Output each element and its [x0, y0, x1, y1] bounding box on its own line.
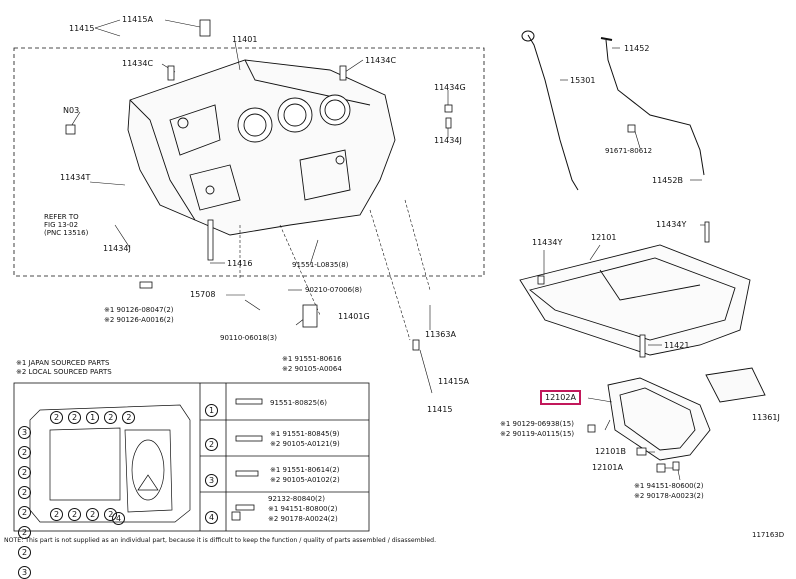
grid-top-3: 1: [86, 411, 100, 424]
callout-11415-lower: 11415: [427, 405, 453, 414]
bolt-table-num-1: 1: [205, 404, 218, 417]
callout-90119: ※2 90119-A0115(15): [500, 430, 575, 438]
callout-11415: 11415: [69, 24, 95, 33]
callout-11434y-left: 11434Y: [532, 238, 563, 247]
callout-11401g: 11401G: [338, 312, 370, 321]
grid-top-5: 2: [122, 411, 136, 424]
callout-91671: 91671-80612: [605, 147, 653, 155]
refer-note: REFER TO FIG 13-02 (PNC 13516): [44, 213, 88, 237]
callout-12101b: 12101B: [595, 447, 626, 456]
callout-90126-1: ※1 90126-08047(2): [104, 306, 174, 314]
callout-11361j: 11361J: [752, 413, 780, 422]
dipstick-illustration: [521, 30, 705, 191]
callout-11421: 11421: [664, 341, 690, 350]
callout-91551-80616: ※1 91551-80616: [282, 355, 342, 363]
grid-left-8: 3: [18, 566, 31, 579]
grid-top-2: 2: [68, 411, 82, 424]
callout-90210: 90210-07006(8): [305, 286, 362, 294]
callout-90110: 90110-06018(3): [220, 334, 277, 342]
callout-11434j-right: 11434J: [434, 136, 462, 145]
callout-91551-l0835: 91551-L0835(8): [292, 261, 349, 269]
callout-11434j-left: 11434J: [103, 244, 131, 253]
pan-grid-bottom-row: 2 2 2 2: [50, 502, 118, 521]
baffle-plate-illustration: [705, 367, 766, 403]
bolt-table-num-3: 3: [205, 474, 218, 487]
exploded-parts-diagram: [13, 19, 766, 532]
grid-bottom-3: 2: [86, 508, 100, 521]
bolt-table-num-2: 2: [205, 438, 218, 451]
oil-pan-upper-illustration: [519, 244, 751, 356]
refer-line-3: (PNC 13516): [44, 229, 89, 237]
grid-top-1: 2: [50, 411, 63, 424]
callout-11434g: 11434G: [434, 83, 466, 92]
bolt-table-4-line-1: 92132-80840(2): [268, 495, 325, 503]
callout-11452b: 11452B: [652, 176, 683, 185]
callout-15301: 15301: [570, 76, 596, 85]
callout-94151-80600: ※1 94151-80600(2): [634, 482, 704, 490]
bolt-table-row-2: 2: [205, 432, 218, 451]
bolt-table-row-4: 4: [205, 505, 218, 524]
bolt-table-2-line-2: ※2 90105-A0121(9): [270, 440, 340, 448]
refer-line-2: FIG 13-02: [44, 221, 79, 229]
footnote: NOTE: This part is not supplied as an in…: [4, 537, 437, 544]
callout-n03: N03: [63, 106, 80, 115]
callout-11434c-right: 11434C: [365, 56, 397, 65]
bolt-table-2-line-1: ※1 91551-80845(9): [270, 430, 340, 438]
bolt-table-row-1: 1: [205, 398, 218, 417]
callout-11434c-left: 11434C: [122, 59, 154, 68]
bolt-table-num-4: 4: [205, 511, 218, 524]
callout-11401: 11401: [232, 35, 258, 44]
bolt-table-3-line-2: ※2 90105-A0102(2): [270, 476, 340, 484]
pan-grid-top-row: 2 2 1 2 2: [50, 405, 136, 424]
refer-line-1: REFER TO: [44, 213, 79, 221]
grid-top-4: 2: [104, 411, 118, 424]
callout-12101: 12101: [591, 233, 617, 242]
callout-12102a-highlight[interactable]: 12102A: [540, 390, 581, 405]
bolt-table-1-line-1: 91551-80825(6): [270, 399, 327, 407]
callout-11416: 11416: [227, 259, 253, 268]
callout-11363a: 11363A: [425, 330, 456, 339]
oil-pan-lower-illustration: [607, 377, 711, 461]
callout-90126-2: ※2 90126-A0016(2): [104, 316, 174, 324]
bolt-table-3-line-1: ※1 91551-80614(2): [270, 466, 340, 474]
grid-left-4: 2: [18, 486, 31, 499]
legend-japan: ※1 JAPAN SOURCED PARTS: [16, 359, 110, 367]
callout-11434y-right: 11434Y: [656, 220, 687, 229]
grid-left-3: 2: [18, 466, 31, 479]
grid-left-6: 2: [18, 526, 31, 539]
bolt-table-row-3: 3: [205, 468, 218, 487]
diagram-id: 117163D: [752, 531, 785, 539]
grid-left-1: 3: [18, 426, 31, 439]
callout-11452: 11452: [624, 44, 650, 53]
grid-left-2: 2: [18, 446, 31, 459]
cylinder-block-illustration: [127, 59, 396, 236]
callout-90105-a0064: ※2 90105-A0064: [282, 365, 342, 373]
callout-11434t: 11434T: [60, 173, 91, 182]
callout-12101a: 12101A: [592, 463, 623, 472]
callout-90178-a0023: ※2 90178-A0023(2): [634, 492, 704, 500]
bolt-table-4-line-3: ※2 90178-A0024(2): [268, 515, 338, 523]
pan-grid-left-col: 3 2 2 2 2 2 2 3: [18, 420, 31, 579]
bolt-table-4-line-2: ※1 94151-80800(2): [268, 505, 338, 513]
callout-90129: ※1 90129-06938(15): [500, 420, 574, 428]
grid-left-7: 2: [18, 546, 31, 559]
grid-right-mark: 4: [112, 512, 125, 525]
callout-15708: 15708: [190, 290, 216, 299]
callout-11415a: 11415A: [122, 15, 153, 24]
grid-left-5: 2: [18, 506, 31, 519]
grid-bottom-2: 2: [68, 508, 82, 521]
grid-bottom-1: 2: [50, 508, 63, 521]
callout-11415a-lower: 11415A: [438, 377, 469, 386]
legend-local: ※2 LOCAL SOURCED PARTS: [16, 368, 112, 376]
